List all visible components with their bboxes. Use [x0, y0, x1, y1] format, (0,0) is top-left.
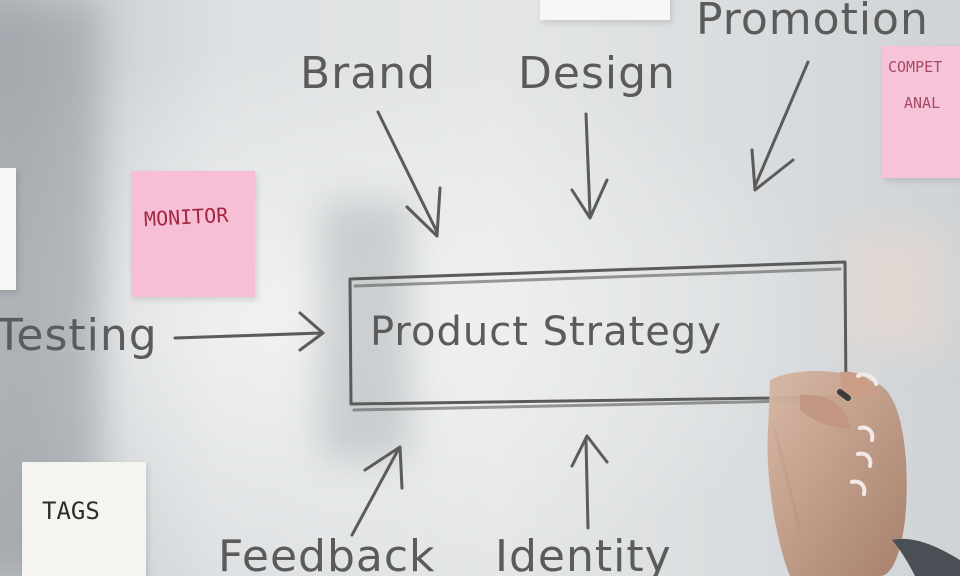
- label-testing: Testing: [0, 310, 158, 361]
- design-arrow: [570, 112, 609, 220]
- sticky-note-monitor: [131, 171, 255, 297]
- promotion-arrow: [750, 60, 810, 192]
- label-design: Design: [518, 48, 676, 99]
- label-identity: Identity: [495, 531, 672, 576]
- label-feedback: Feedback: [218, 531, 436, 576]
- sticky-note-competitor-line2: ANAL: [904, 94, 941, 112]
- testing-arrow: [173, 311, 325, 352]
- strategy-box-label: Product Strategy: [370, 309, 722, 355]
- brand-arrow: [376, 110, 442, 238]
- sticky-note-left-edge: [0, 168, 16, 290]
- sticky-note-competitor: [882, 46, 960, 178]
- sticky-note-top: [540, 0, 670, 20]
- sticky-note-competitor-line1: COMPET: [888, 58, 943, 76]
- background-shelf: [320, 200, 410, 460]
- background-light: [840, 230, 950, 350]
- sticky-note-tags: [22, 462, 146, 576]
- identity-arrow: [570, 434, 609, 530]
- feedback-arrow: [350, 445, 404, 537]
- label-brand: Brand: [300, 48, 437, 99]
- sticky-note-tags-text: TAGS: [42, 497, 100, 525]
- label-promotion: Promotion: [696, 0, 929, 45]
